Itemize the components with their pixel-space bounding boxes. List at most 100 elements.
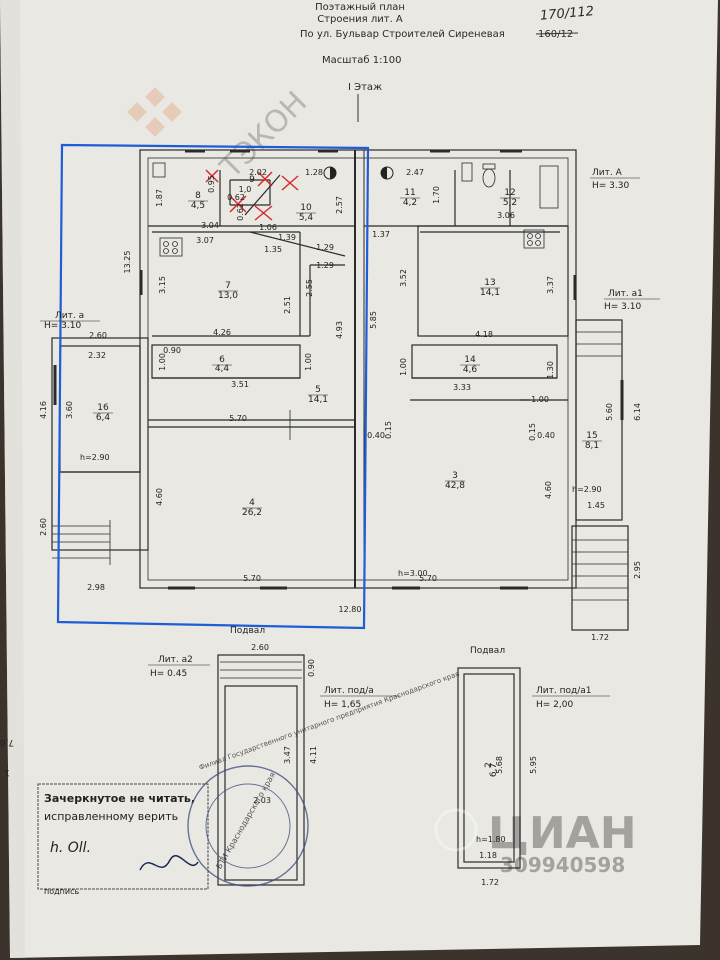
room-16-area: 6,4 — [96, 413, 111, 423]
vertical-dimension-labels: 0.95 1.87 2.57 2.55 2.51 3.15 13.25 4.93… — [39, 175, 642, 774]
lit-a-main-h: Н= 3.30 — [592, 181, 629, 191]
lit-pod-a-name: Лит. под/а — [324, 686, 374, 696]
svg-text:5.70: 5.70 — [243, 574, 261, 583]
room-15-num: 15 — [586, 431, 597, 441]
svg-text:5.70: 5.70 — [419, 574, 437, 583]
sink-icon — [461, 162, 473, 182]
svg-text:2.98: 2.98 — [87, 583, 105, 592]
room-4-num: 4 — [249, 498, 255, 508]
dimension-labels: 2.02 1.28 2.47 3.04 3.07 1.39 1.35 1.29 … — [87, 168, 609, 887]
room-12-num: 12 — [504, 188, 515, 198]
fixtures — [152, 162, 559, 257]
lit-pod-a-h: Н= 1,65 — [324, 700, 361, 710]
floor-label: I Этаж — [348, 82, 382, 93]
svg-text:1.00: 1.00 — [399, 358, 408, 376]
handwritten-number: 170/112 — [539, 4, 594, 24]
svg-text:1.72: 1.72 — [481, 878, 499, 887]
room-13-num: 13 — [484, 278, 495, 288]
svg-text:1.37: 1.37 — [372, 230, 390, 239]
plan-subtitle: Строения лит. А — [317, 14, 403, 25]
room-1-area: 7,0 — [0, 737, 14, 747]
plan-title: Поэтажный план — [315, 2, 405, 13]
svg-text:2.51: 2.51 — [283, 296, 292, 314]
crossed-number: 160/12 — [538, 29, 573, 40]
svg-text:1.35: 1.35 — [264, 245, 282, 254]
svg-text:2.47: 2.47 — [406, 168, 424, 177]
lit-labels: Лит. А Н= 3.30 Лит. а Н= 3.10 Лит. а1 Н=… — [44, 168, 643, 710]
room-12-area: 5,2 — [503, 198, 517, 208]
bathtub-icon — [539, 165, 559, 209]
svg-text:3.07: 3.07 — [196, 236, 214, 245]
lit-a1-h: Н= 3.10 — [604, 302, 641, 312]
svg-text:3.51: 3.51 — [231, 380, 249, 389]
svg-text:3.04: 3.04 — [201, 221, 219, 230]
svg-text:5.95: 5.95 — [529, 756, 538, 774]
stamp-box-footer: подпись — [44, 887, 79, 896]
svg-text:0.15: 0.15 — [528, 423, 537, 441]
paper-shadow — [0, 0, 25, 958]
ceiling-height-left: h=2.90 — [80, 453, 110, 462]
room-4-area: 26,2 — [242, 508, 262, 518]
lit-a2-name: Лит. а2 — [158, 655, 193, 665]
crossed-number-strike — [535, 32, 579, 35]
stove-left-icon — [159, 237, 183, 257]
svg-text:1.29: 1.29 — [316, 261, 334, 270]
lit-a-main-name: Лит. А — [592, 168, 623, 178]
cian-id: 309940598 — [500, 853, 625, 877]
svg-text:4.18: 4.18 — [475, 330, 493, 339]
svg-text:1.18: 1.18 — [479, 851, 497, 860]
stamp-box-line2: исправленному верить — [44, 810, 178, 823]
svg-text:5.60: 5.60 — [605, 403, 614, 421]
room-13-area: 14,1 — [480, 288, 500, 298]
svg-text:1.00: 1.00 — [158, 353, 167, 371]
svg-text:1.00: 1.00 — [304, 353, 313, 371]
svg-text:1.72: 1.72 — [591, 633, 609, 642]
room-5-area: 14,1 — [308, 395, 328, 405]
svg-text:0.62: 0.62 — [227, 193, 245, 202]
room-3-num: 3 — [452, 471, 458, 481]
svg-text:0.40: 0.40 — [537, 431, 555, 440]
svg-text:1.30: 1.30 — [546, 361, 555, 379]
red-correction-marks — [205, 169, 299, 221]
room-14-num: 14 — [464, 355, 476, 365]
svg-text:4.26: 4.26 — [213, 328, 231, 337]
svg-text:2.55: 2.55 — [305, 279, 314, 297]
lit-underlines — [40, 177, 660, 697]
room-2-area: 6,7 — [489, 763, 499, 777]
svg-text:0.40: 0.40 — [367, 431, 385, 440]
svg-text:0.90: 0.90 — [307, 659, 316, 677]
stamp-box-handwriting: h. Oll. — [50, 840, 91, 856]
cian-watermark: ЦИАН 309940598 — [434, 808, 637, 877]
svg-text:6.14: 6.14 — [633, 403, 642, 421]
svg-text:3.15: 3.15 — [158, 276, 167, 294]
plan-address: По ул. Бульвар Строителей Сиреневая — [300, 29, 505, 40]
svg-text:0.95: 0.95 — [207, 175, 216, 193]
svg-text:0.15: 0.15 — [384, 421, 393, 439]
room-2-num: 2 — [484, 762, 494, 768]
room-11-num: 11 — [404, 188, 415, 198]
svg-text:4.11: 4.11 — [309, 746, 318, 764]
svg-text:1.39: 1.39 — [278, 233, 296, 242]
blue-selection-outline — [56, 143, 370, 630]
svg-text:3.47: 3.47 — [283, 746, 292, 764]
lit-a1-name: Лит. а1 — [608, 289, 643, 299]
room-15-area: 8,1 — [585, 441, 599, 451]
svg-text:5.68: 5.68 — [495, 756, 504, 774]
room-1-num: 1 — [4, 767, 10, 777]
svg-text:2.60: 2.60 — [251, 643, 269, 652]
svg-text:2.60: 2.60 — [39, 518, 48, 536]
room-10-area: 5,4 — [299, 213, 314, 223]
svg-text:2.32: 2.32 — [88, 351, 106, 360]
ceiling-height-main: h=3.00 — [398, 569, 428, 578]
svg-text:2.95: 2.95 — [633, 561, 642, 579]
svg-text:5.70: 5.70 — [229, 414, 247, 423]
room-16-num: 16 — [97, 403, 109, 413]
lit-a-small-h: Н= 3.10 — [44, 321, 81, 331]
stove-right-icon — [523, 229, 545, 249]
room-6-area: 4,4 — [215, 364, 230, 374]
stamp-box-line1: Зачеркнутое не читать, — [44, 792, 195, 805]
svg-text:3.06: 3.06 — [497, 211, 515, 220]
